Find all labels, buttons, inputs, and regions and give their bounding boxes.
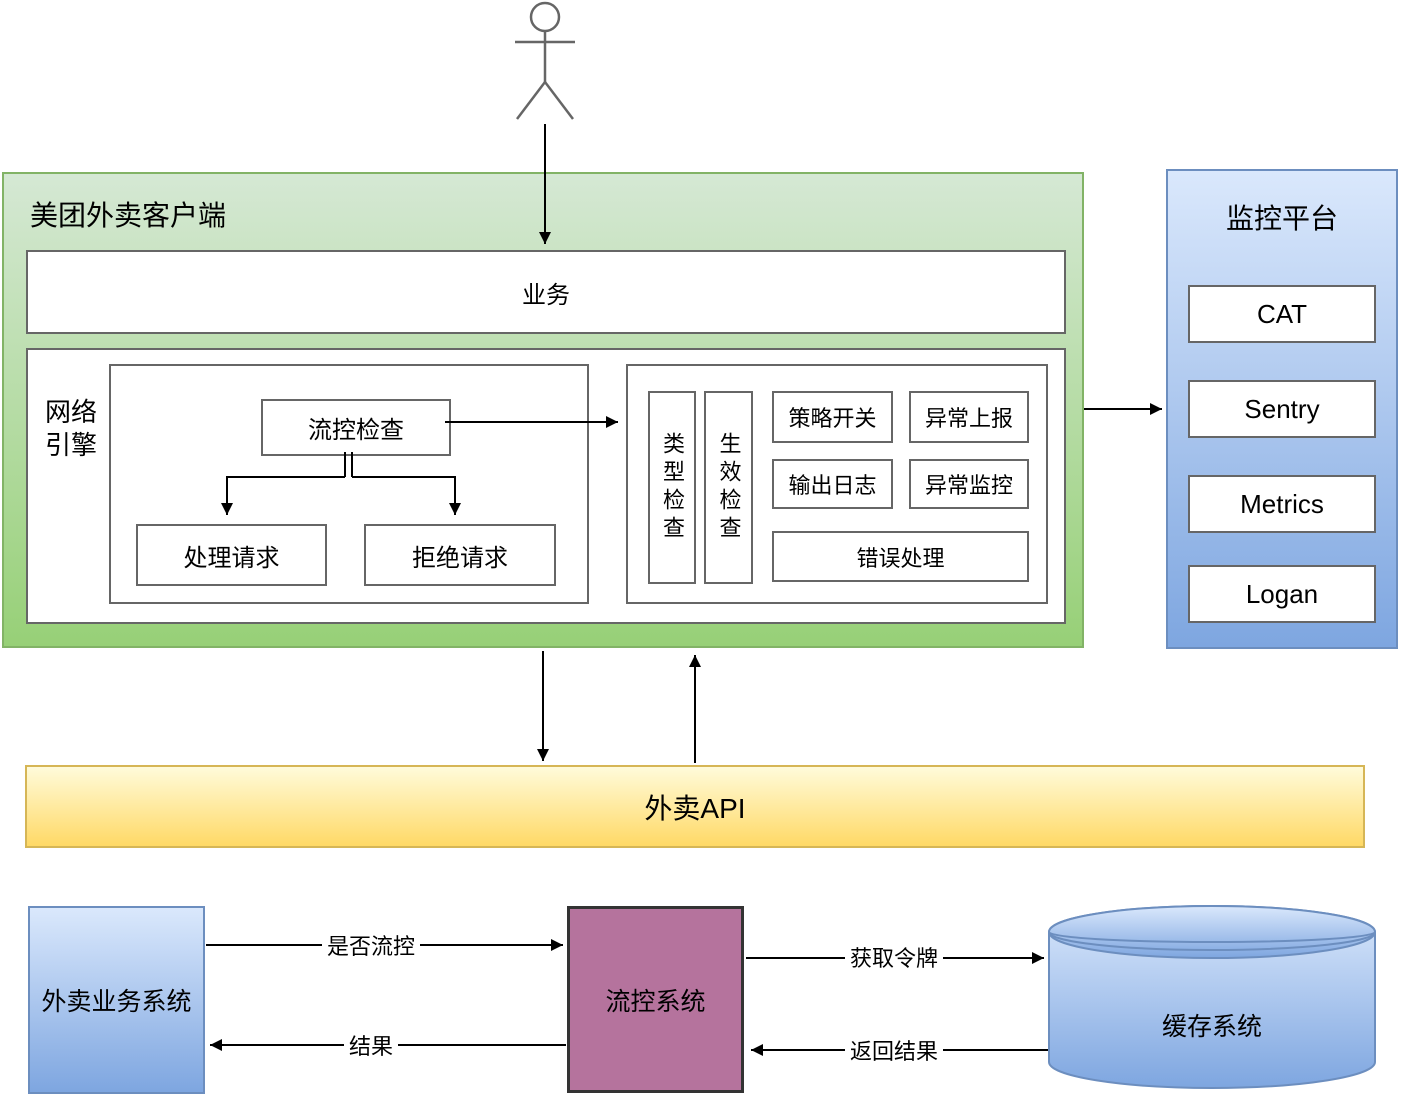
strategy-switch-box: 策略开关	[772, 391, 893, 443]
effect-check-label: 生效检查	[716, 431, 742, 544]
flow-pipeline-box: 流控检查 处理请求 拒绝请求	[109, 364, 589, 604]
cache-cylinder	[1048, 905, 1376, 1089]
monitor-item-logan-label: Logan	[1245, 578, 1319, 609]
error-handling-label: 错误处理	[856, 545, 945, 571]
process-request-box: 处理请求	[136, 524, 327, 586]
flow-control-system-label: 流控系统	[605, 987, 706, 1016]
business-system-label: 外卖业务系统	[41, 988, 192, 1016]
network-engine-box: 网络引擎 流控检查 处理请求 拒绝请求 类型检查 生效检查	[26, 348, 1066, 624]
exception-monitor-label: 异常监控	[924, 473, 1013, 498]
flow-check-label: 流控检查	[308, 417, 404, 444]
monitor-item-cat: CAT	[1188, 285, 1376, 343]
monitor-title: 监控平台	[1225, 203, 1338, 234]
monitor-panel: 监控平台 CAT Sentry Metrics Logan	[1166, 169, 1398, 649]
monitor-item-metrics-label: Metrics	[1240, 488, 1324, 519]
network-engine-label: 网络引擎	[45, 397, 98, 460]
business-system-box: 外卖业务系统	[28, 906, 205, 1094]
client-container: 美团外卖客户端 业务 网络引擎 流控检查 处理请求 拒绝请求	[2, 172, 1084, 648]
api-bar: 外卖API	[25, 765, 1365, 848]
exception-report-label: 异常上报	[924, 406, 1013, 431]
monitor-item-sentry-label: Sentry	[1244, 393, 1320, 424]
monitor-item-cat-label: CAT	[1256, 298, 1308, 329]
flow-control-system-box: 流控系统	[567, 906, 744, 1093]
output-log-label: 输出日志	[788, 473, 877, 498]
business-label: 业务	[522, 281, 570, 309]
edge-label-return-result: 返回结果	[844, 1034, 944, 1066]
exception-monitor-box: 异常监控	[909, 459, 1029, 509]
process-request-label: 处理请求	[183, 544, 280, 572]
reject-request-box: 拒绝请求	[364, 524, 556, 586]
edge-label-get-token: 获取令牌	[844, 941, 944, 973]
client-title: 美团外卖客户端	[30, 200, 227, 231]
cache-system-label: 缓存系统	[1161, 1013, 1262, 1041]
api-label: 外卖API	[644, 792, 746, 824]
exception-report-box: 异常上报	[909, 391, 1029, 443]
error-handling-box: 错误处理	[772, 531, 1029, 582]
flow-check-box: 流控检查	[261, 399, 451, 456]
reject-request-label: 拒绝请求	[412, 544, 508, 572]
monitor-item-logan: Logan	[1188, 565, 1376, 623]
monitor-item-metrics: Metrics	[1188, 475, 1376, 533]
type-check-label: 类型检查	[660, 431, 685, 544]
edge-label-result: 结果	[343, 1029, 399, 1061]
check-strategy-box: 类型检查 生效检查 策略开关 异常上报 输出日志 异常监控 错误	[626, 364, 1048, 604]
business-box: 业务	[26, 250, 1066, 334]
edge-label-is-flow-control: 是否流控	[321, 929, 421, 961]
strategy-switch-label: 策略开关	[788, 406, 877, 431]
actor-icon	[515, 1, 575, 120]
monitor-item-sentry: Sentry	[1188, 380, 1376, 438]
type-check-box: 类型检查	[648, 391, 696, 584]
effect-check-box: 生效检查	[704, 391, 753, 584]
output-log-box: 输出日志	[772, 459, 893, 509]
